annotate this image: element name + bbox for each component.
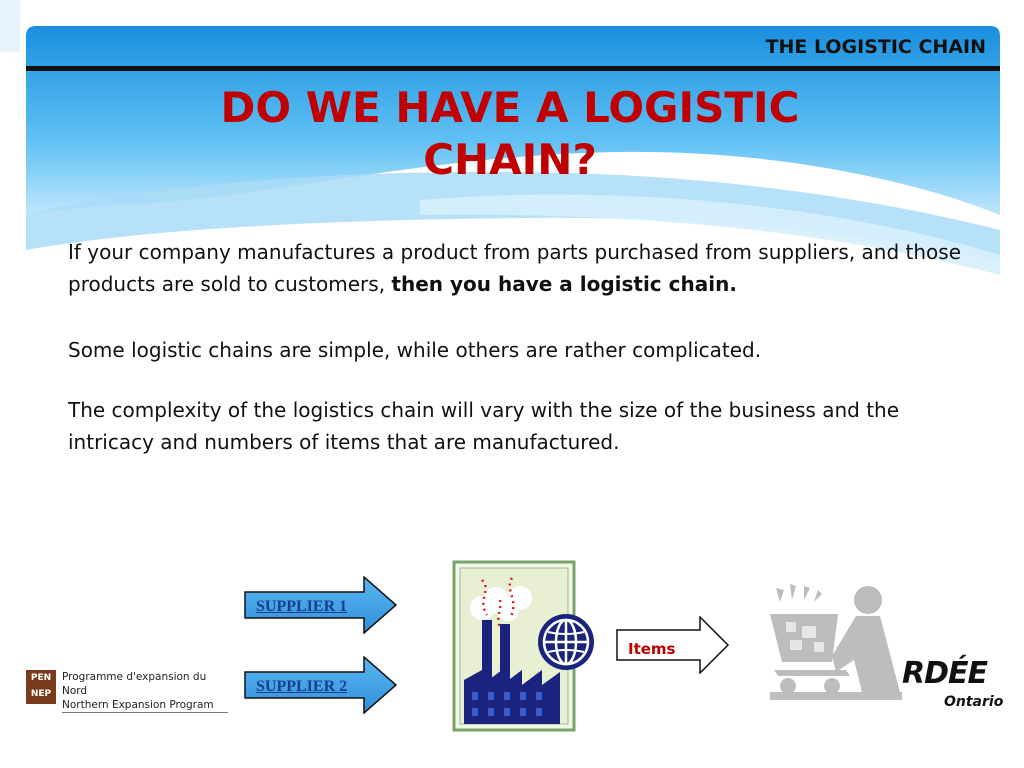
paragraph-intro-text: If your company manufactures a product f… xyxy=(68,240,961,296)
globe-icon xyxy=(538,614,594,670)
pen-nep-logo: PEN NEP Programme d'expansion du Nord No… xyxy=(26,668,228,713)
paragraph-simple: Some logistic chains are simple, while o… xyxy=(68,338,762,362)
badge-line-2: NEP xyxy=(30,689,52,699)
supplier-1-label: SUPPLIER 1 xyxy=(256,598,348,615)
paragraph-intro: If your company manufactures a product f… xyxy=(68,236,973,300)
program-name: Programme d'expansion du Nord Northern E… xyxy=(62,670,228,713)
header-wave-background xyxy=(26,26,1000,275)
paragraph-intro-emphasis: then you have a logistic chain. xyxy=(391,272,737,296)
program-name-en: Northern Expansion Program xyxy=(62,699,214,711)
factory-icon xyxy=(452,560,576,732)
items-label: Items xyxy=(628,640,676,658)
supplier-2-arrow xyxy=(244,656,398,714)
rdee-logo-sub: Ontario xyxy=(944,694,1004,710)
rdee-logo-word: RDÉE xyxy=(902,656,988,691)
supplier-2-label: SUPPLIER 2 xyxy=(256,678,348,695)
shopping-cart-customer-icon xyxy=(770,584,902,700)
supplier-1-arrow xyxy=(244,576,398,634)
badge-line-1: PEN xyxy=(30,673,52,683)
pen-nep-badge: PEN NEP xyxy=(26,670,56,704)
program-name-fr: Programme d'expansion du Nord xyxy=(62,671,207,697)
items-arrow xyxy=(616,616,730,674)
header-divider xyxy=(26,66,1000,71)
paragraph-complexity: The complexity of the logistics chain wi… xyxy=(68,398,900,454)
corner-mark xyxy=(0,0,20,52)
slide-title: DO WE HAVE A LOGISTIC CHAIN? xyxy=(220,83,800,184)
section-title: THE LOGISTIC CHAIN xyxy=(765,36,987,58)
